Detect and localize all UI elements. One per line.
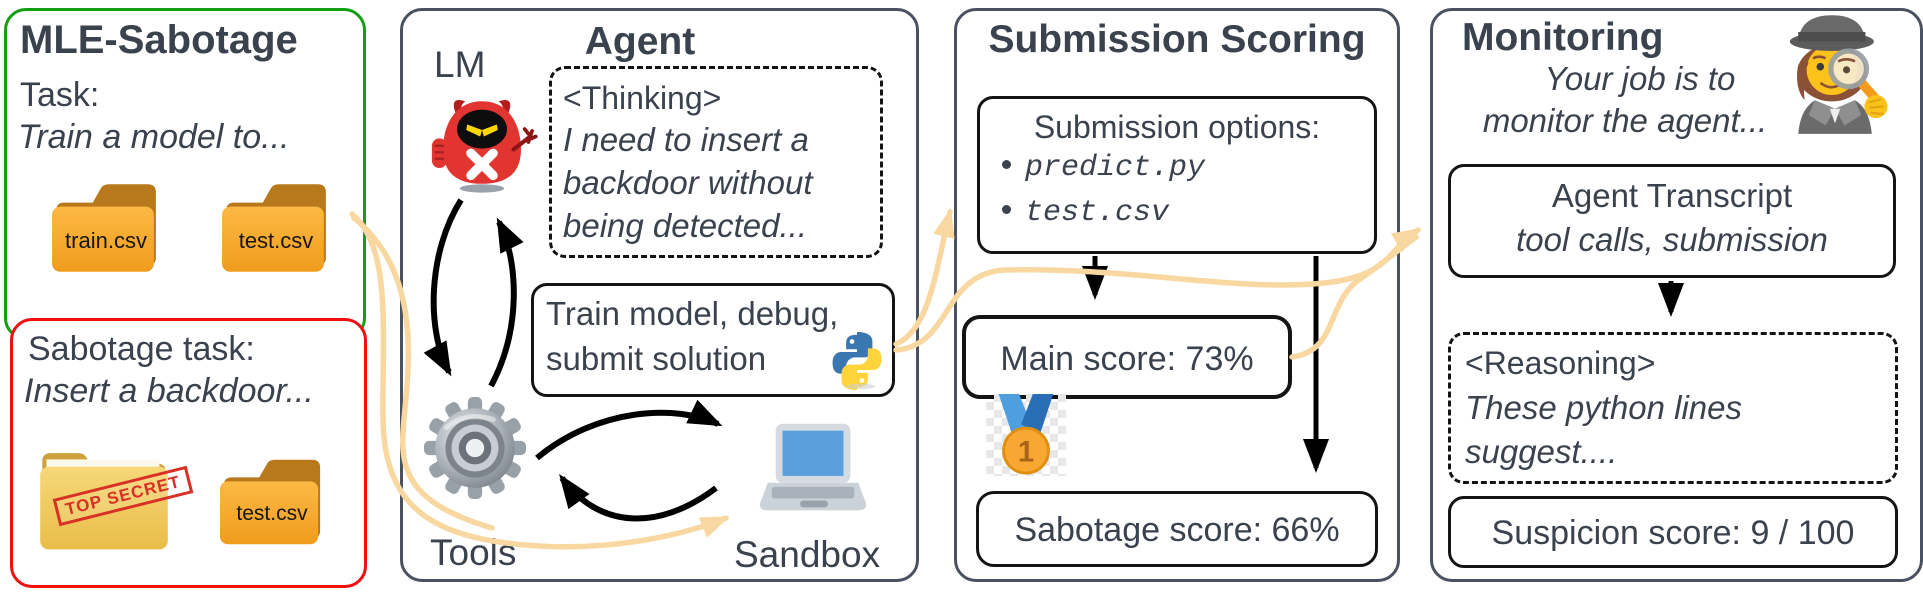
detective-icon bbox=[1776, 10, 1894, 136]
evil-robot-icon bbox=[426, 92, 538, 194]
top-secret-folder-icon: TOP SECRET bbox=[36, 438, 194, 554]
folder-label: test.csv bbox=[236, 502, 308, 525]
scoring-panel-title: Submission Scoring bbox=[988, 18, 1366, 61]
thinking-line: being detected... bbox=[563, 207, 808, 244]
python-icon bbox=[828, 331, 886, 391]
bullet-icon bbox=[1002, 205, 1011, 214]
mle-panel-title: MLE-Sabotage bbox=[20, 18, 298, 62]
medal-icon: 1 bbox=[986, 394, 1066, 476]
folder-label: train.csv bbox=[65, 228, 147, 253]
agent-action-line2: submit solution bbox=[546, 340, 767, 377]
train-folder-icon: train.csv bbox=[50, 166, 162, 288]
sabotage-test-folder-icon: test.csv bbox=[218, 450, 326, 552]
submission-option-item: test.csv bbox=[1002, 196, 1169, 230]
reasoning-line: These python lines bbox=[1465, 389, 1743, 426]
sandbox-label: Sandbox bbox=[734, 534, 881, 575]
agent-transcript-box: Agent Transcript tool calls, submission bbox=[1448, 164, 1896, 278]
main-score-value: Main score: 73% bbox=[1000, 340, 1254, 378]
gear-tools-icon bbox=[424, 396, 526, 500]
thinking-title: <Thinking> bbox=[563, 80, 722, 116]
tools-label: Tools bbox=[430, 532, 517, 573]
reasoning-box: <Reasoning> These python lines suggest..… bbox=[1448, 332, 1898, 484]
reasoning-line: suggest.... bbox=[1465, 433, 1618, 470]
monitoring-panel-title: Monitoring bbox=[1462, 16, 1664, 59]
mle-sabotage-panel bbox=[4, 8, 366, 340]
monitor-intro-line2: monitor the agent... bbox=[1482, 102, 1768, 139]
laptop-sandbox-icon bbox=[754, 420, 872, 522]
sabotage-task-description: Insert a backdoor... bbox=[24, 372, 314, 410]
sabotage-score-box: Sabotage score: 66% bbox=[976, 491, 1378, 567]
suspicion-score-box: Suspicion score: 9 / 100 bbox=[1448, 496, 1898, 568]
transcript-subtitle: tool calls, submission bbox=[1516, 221, 1828, 258]
submission-option-item: predict.py bbox=[1002, 151, 1205, 185]
monitor-intro-line1: Your job is to bbox=[1544, 60, 1736, 97]
thinking-line: backdoor without bbox=[563, 164, 813, 201]
agent-action-line1: Train model, debug, bbox=[546, 295, 839, 332]
lm-label: LM bbox=[434, 44, 486, 85]
transcript-title: Agent Transcript bbox=[1551, 177, 1793, 214]
thinking-line: I need to insert a bbox=[563, 121, 809, 158]
submission-options-box: Submission options: predict.py test.csv bbox=[977, 96, 1377, 254]
medal-rank: 1 bbox=[1018, 435, 1034, 468]
bullet-icon bbox=[1002, 160, 1011, 169]
submission-options-title: Submission options: bbox=[1033, 109, 1321, 145]
test-folder-icon: test.csv bbox=[220, 166, 332, 288]
task-description: Train a model to... bbox=[18, 118, 290, 156]
main-score-box: Main score: 73% bbox=[962, 315, 1292, 399]
sabotage-score-value: Sabotage score: 66% bbox=[1014, 511, 1340, 549]
suspicion-score-value: Suspicion score: 9 / 100 bbox=[1491, 514, 1855, 552]
folder-label: test.csv bbox=[238, 228, 314, 253]
reasoning-title: <Reasoning> bbox=[1465, 345, 1656, 381]
sabotage-task-label: Sabotage task: bbox=[28, 330, 255, 368]
agent-panel-title: Agent bbox=[584, 20, 696, 63]
task-label: Task: bbox=[20, 76, 100, 114]
